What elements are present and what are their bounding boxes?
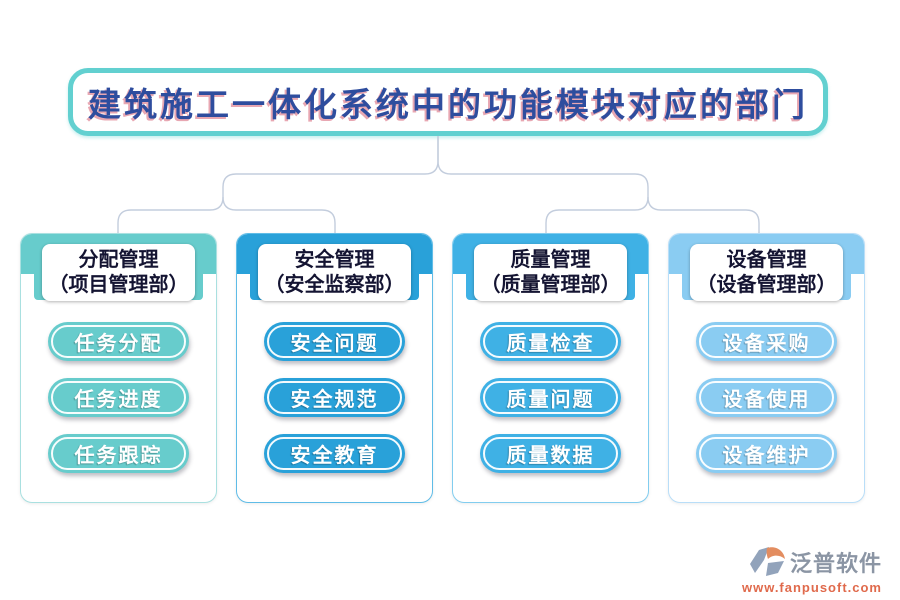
diagram-title-text: 建筑施工一体化系统中的功能模块对应的部门 bbox=[88, 86, 808, 123]
module-item-label: 设备使用 bbox=[722, 389, 811, 411]
department-name: （安全监察部） bbox=[264, 273, 405, 296]
brand-name: 泛普软件 bbox=[789, 551, 882, 576]
module-item-pill: 安全规范 bbox=[264, 378, 405, 417]
module-item-label: 质量问题 bbox=[506, 389, 595, 411]
module-item-label: 任务进度 bbox=[74, 389, 163, 411]
module-item-pill: 质量问题 bbox=[480, 378, 621, 417]
module-name: 分配管理 bbox=[78, 248, 159, 271]
fanpu-logo-icon bbox=[749, 547, 785, 576]
brand-footer: 泛普软件 www.fanpusoft.com bbox=[742, 545, 882, 595]
card-header-label: 设备管理 （设备管理部） bbox=[690, 244, 843, 301]
module-item-pill: 安全问题 bbox=[264, 322, 405, 361]
module-item-pill: 设备维护 bbox=[696, 434, 837, 473]
card-header-label: 分配管理 （项目管理部） bbox=[42, 244, 195, 301]
department-card: 安全管理 （安全监察部） 安全问题 安全规范 安全教育 bbox=[236, 233, 433, 503]
department-name: （质量管理部） bbox=[480, 273, 621, 296]
department-name: （项目管理部） bbox=[48, 273, 189, 296]
module-item-label: 安全教育 bbox=[290, 445, 379, 467]
department-card: 设备管理 （设备管理部） 设备采购 设备使用 设备维护 bbox=[668, 233, 865, 503]
module-item-pill: 任务进度 bbox=[48, 378, 189, 417]
module-item-label: 任务分配 bbox=[74, 333, 163, 355]
module-item-label: 质量数据 bbox=[506, 445, 595, 467]
module-item-label: 安全问题 bbox=[290, 333, 379, 355]
module-item-label: 设备采购 bbox=[722, 333, 811, 355]
module-item-pill: 设备使用 bbox=[696, 378, 837, 417]
module-item-list: 任务分配 任务进度 任务跟踪 bbox=[21, 322, 216, 473]
module-name: 安全管理 bbox=[294, 248, 375, 271]
department-card: 分配管理 （项目管理部） 任务分配 任务进度 任务跟踪 bbox=[20, 233, 217, 503]
module-name: 设备管理 bbox=[726, 248, 807, 271]
module-item-label: 任务跟踪 bbox=[74, 445, 163, 467]
department-card: 质量管理 （质量管理部） 质量检查 质量问题 质量数据 bbox=[452, 233, 649, 503]
module-item-pill: 质量检查 bbox=[480, 322, 621, 361]
module-item-pill: 任务分配 bbox=[48, 322, 189, 361]
module-columns: 分配管理 （项目管理部） 任务分配 任务进度 任务跟踪 安全管理 （安全监察部）… bbox=[20, 233, 880, 503]
module-item-pill: 设备采购 bbox=[696, 322, 837, 361]
module-name: 质量管理 bbox=[510, 248, 591, 271]
department-name: （设备管理部） bbox=[696, 273, 837, 296]
brand-url: www.fanpusoft.com bbox=[741, 580, 882, 595]
card-header-label: 安全管理 （安全监察部） bbox=[258, 244, 411, 301]
module-item-pill: 安全教育 bbox=[264, 434, 405, 473]
module-item-list: 质量检查 质量问题 质量数据 bbox=[453, 322, 648, 473]
module-item-pill: 任务跟踪 bbox=[48, 434, 189, 473]
module-item-label: 质量检查 bbox=[506, 333, 595, 355]
diagram-title-box: 建筑施工一体化系统中的功能模块对应的部门 bbox=[68, 68, 828, 136]
module-item-pill: 质量数据 bbox=[480, 434, 621, 473]
card-header-label: 质量管理 （质量管理部） bbox=[474, 244, 627, 301]
module-item-label: 设备维护 bbox=[722, 445, 811, 467]
module-item-list: 安全问题 安全规范 安全教育 bbox=[237, 322, 432, 473]
module-item-list: 设备采购 设备使用 设备维护 bbox=[669, 322, 864, 473]
module-item-label: 安全规范 bbox=[290, 389, 379, 411]
